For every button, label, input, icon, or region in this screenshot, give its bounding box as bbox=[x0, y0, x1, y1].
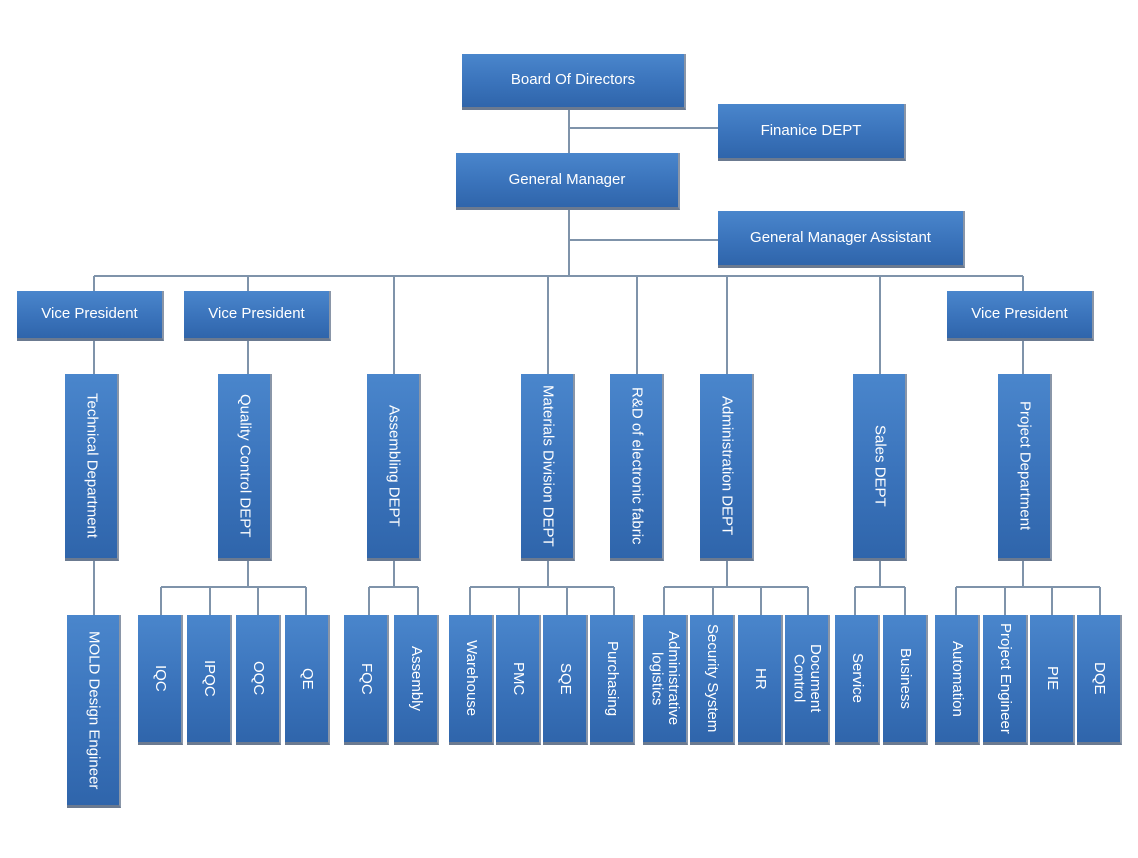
project-engineer-box: Project Engineer bbox=[983, 615, 1028, 745]
dqe-label: DQE bbox=[1090, 662, 1108, 695]
ipqc-box: IPQC bbox=[187, 615, 232, 745]
vice-president-label-3: Vice President bbox=[971, 305, 1068, 323]
general-manager-label: General Manager bbox=[508, 170, 626, 188]
iqc-label: IQC bbox=[151, 665, 169, 692]
assembly-label: Assembly bbox=[407, 645, 425, 712]
pie-label: PIE bbox=[1043, 666, 1061, 691]
quality-control-dept-label: Quality Control DEPT bbox=[236, 394, 254, 538]
automation-box: Automation bbox=[935, 615, 980, 745]
vice-president-box-2: Vice President bbox=[184, 291, 331, 341]
purchasing-label: Purchasing bbox=[603, 640, 621, 717]
oqc-box: OQC bbox=[236, 615, 281, 745]
automation-label: Automation bbox=[948, 640, 966, 717]
project-engineer-label: Project Engineer bbox=[996, 623, 1014, 734]
hr-label: HR bbox=[751, 667, 769, 690]
sqe-label: SQE bbox=[556, 662, 574, 695]
finance-dept-label: Finanice DEPT bbox=[760, 121, 862, 139]
business-label: Business bbox=[896, 648, 914, 709]
board-of-directors-box: Board Of Directors bbox=[462, 54, 686, 110]
materials-division-dept-box: Materials Division DEPT bbox=[521, 374, 575, 561]
sqe-box: SQE bbox=[543, 615, 588, 745]
qe-box: QE bbox=[285, 615, 330, 745]
project-department-label: Project Department bbox=[1016, 401, 1034, 531]
general-manager-box: General Manager bbox=[456, 153, 680, 210]
vice-president-label-1: Vice President bbox=[41, 305, 138, 323]
document-control-box: Document Control bbox=[785, 615, 830, 745]
oqc-label: OQC bbox=[249, 661, 267, 696]
gm-assistant-box: General Manager Assistant bbox=[718, 211, 965, 268]
vice-president-label-2: Vice President bbox=[208, 305, 305, 323]
vice-president-box-1: Vice President bbox=[17, 291, 164, 341]
quality-control-dept-box: Quality Control DEPT bbox=[218, 374, 272, 561]
sales-dept-label: Sales DEPT bbox=[871, 425, 889, 507]
technical-department-box: Technical Department bbox=[65, 374, 119, 561]
project-department-box: Project Department bbox=[998, 374, 1052, 561]
purchasing-box: Purchasing bbox=[590, 615, 635, 745]
administration-dept-box: Administration DEPT bbox=[700, 374, 754, 561]
hr-box: HR bbox=[738, 615, 783, 745]
document-control-label: Document Control bbox=[790, 644, 825, 713]
business-box: Business bbox=[883, 615, 928, 745]
administrative-logistics-box: Administrative logistics bbox=[643, 615, 688, 745]
administration-dept-label: Administration DEPT bbox=[718, 396, 736, 536]
fqc-label: FQC bbox=[357, 662, 375, 695]
board-of-directors-label: Board Of Directors bbox=[510, 71, 636, 89]
service-box: Service bbox=[835, 615, 880, 745]
assembling-dept-label: Assembling DEPT bbox=[385, 405, 403, 527]
vice-president-box-3: Vice President bbox=[947, 291, 1094, 341]
rnd-electronic-fabric-label: R&D of electronic fabric bbox=[628, 387, 646, 545]
mold-design-engineer-box: MOLD Design Engineer bbox=[67, 615, 121, 808]
service-label: Service bbox=[848, 653, 866, 704]
technical-department-label: Technical Department bbox=[83, 393, 101, 539]
ipqc-label: IPQC bbox=[200, 660, 218, 697]
mold-design-engineer-label: MOLD Design Engineer bbox=[85, 630, 103, 790]
warehouse-box: Warehouse bbox=[449, 615, 494, 745]
fqc-box: FQC bbox=[344, 615, 389, 745]
finance-dept-box: Finanice DEPT bbox=[718, 104, 906, 161]
warehouse-label: Warehouse bbox=[462, 640, 480, 717]
pmc-box: PMC bbox=[496, 615, 541, 745]
iqc-box: IQC bbox=[138, 615, 183, 745]
materials-division-dept-label: Materials Division DEPT bbox=[539, 385, 557, 547]
gm-assistant-label: General Manager Assistant bbox=[750, 228, 931, 246]
pmc-label: PMC bbox=[509, 661, 527, 696]
sales-dept-box: Sales DEPT bbox=[853, 374, 907, 561]
security-system-box: Security System bbox=[690, 615, 735, 745]
administrative-logistics-label: Administrative logistics bbox=[648, 631, 683, 726]
assembling-dept-box: Assembling DEPT bbox=[367, 374, 421, 561]
rnd-electronic-fabric-box: R&D of electronic fabric bbox=[610, 374, 664, 561]
security-system-label: Security System bbox=[703, 624, 721, 733]
assembly-box: Assembly bbox=[394, 615, 439, 745]
dqe-box: DQE bbox=[1077, 615, 1122, 745]
qe-label: QE bbox=[298, 667, 316, 690]
pie-box: PIE bbox=[1030, 615, 1075, 745]
